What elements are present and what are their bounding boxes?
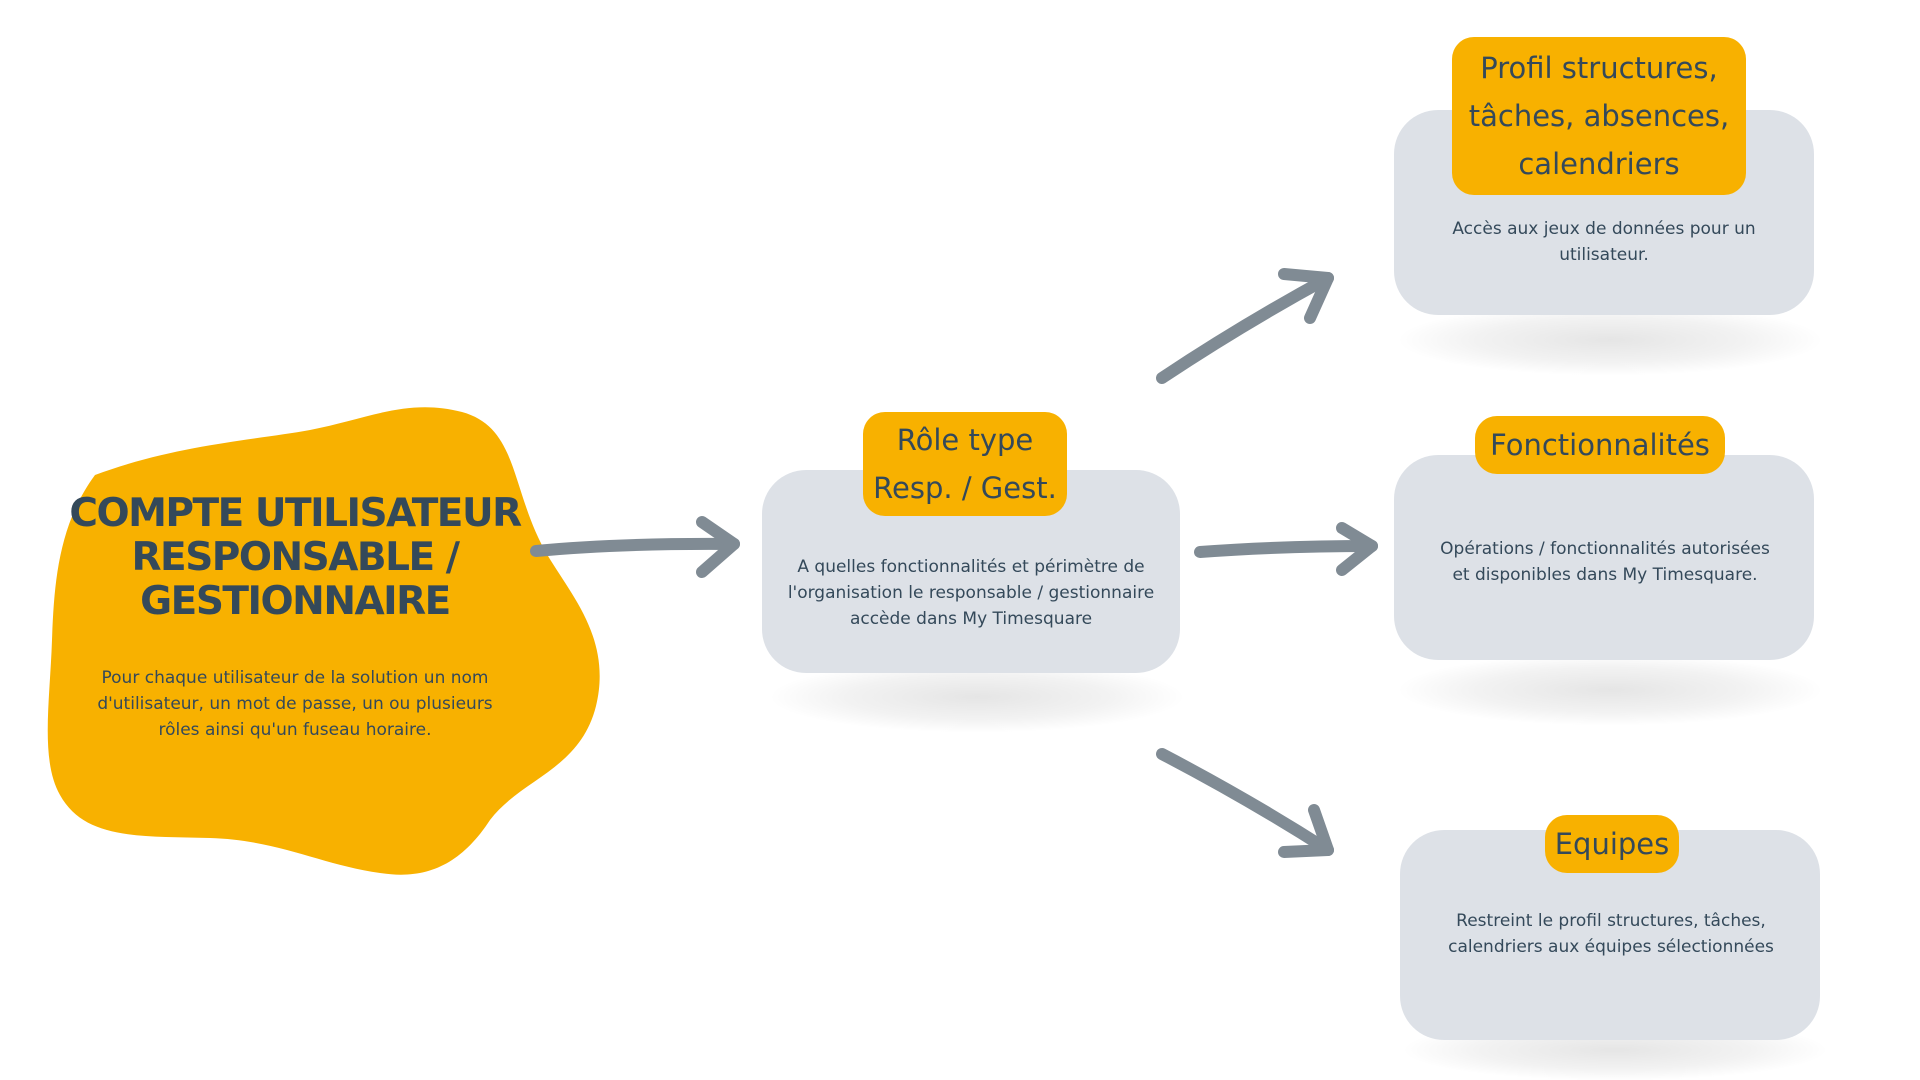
- arrow-to-equipes: [1156, 748, 1334, 858]
- fonctionnalites-card: [1394, 455, 1814, 660]
- main-title: COMPTE UTILISATEUR RESPONSABLE / GESTION…: [69, 491, 522, 624]
- fonctionnalites-label: Fonctionnalités: [1475, 416, 1725, 474]
- main-description: Pour chaque utilisateur de la solution u…: [97, 668, 493, 740]
- role-card-shadow: [772, 662, 1182, 732]
- main-blob-shape: [47, 407, 600, 875]
- role-label: Rôle type Resp. / Gest.: [863, 412, 1067, 516]
- fonctionnalites-card-shadow: [1400, 655, 1820, 725]
- profil-description: Accès aux jeux de données pour un utilis…: [1452, 219, 1756, 265]
- arrow-to-profil: [1156, 268, 1334, 384]
- arrow-to-role: [530, 516, 740, 578]
- equipes-label: Equipes: [1545, 815, 1679, 873]
- equipes-description: Restreint le profil structures, tâches, …: [1448, 911, 1774, 957]
- arrow-to-fonctionnalites: [1194, 522, 1378, 576]
- profil-label: Profil structures, tâches, absences, cal…: [1452, 37, 1746, 195]
- fonctionnalites-description: Opérations / fonctionnalités autorisées …: [1440, 539, 1770, 585]
- role-description: A quelles fonctionnalités et périmètre d…: [787, 557, 1155, 629]
- profil-card-shadow: [1400, 305, 1820, 375]
